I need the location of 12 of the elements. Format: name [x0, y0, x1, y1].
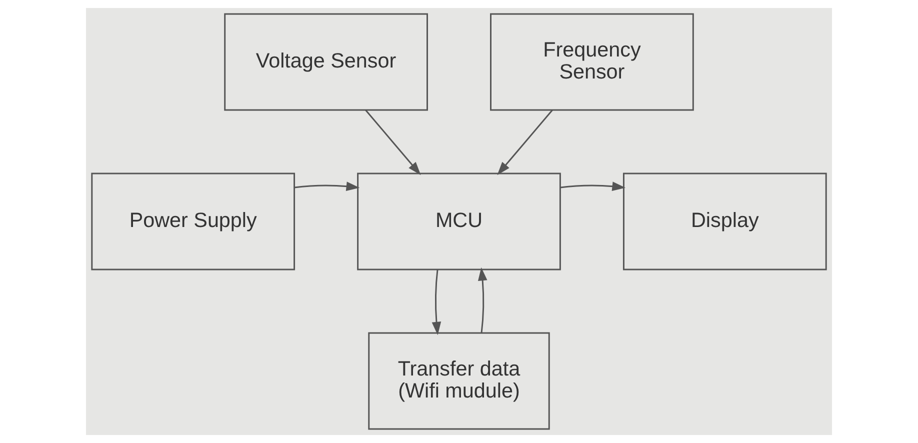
arrow	[432, 269, 442, 336]
arrow	[560, 182, 626, 191]
node-box: MCU	[357, 172, 561, 270]
node-box: Voltage Sensor	[224, 13, 428, 111]
node-box: Power Supply	[91, 172, 296, 270]
arrow	[497, 110, 553, 176]
node-box: Display	[622, 172, 827, 270]
arrow	[294, 182, 360, 191]
arrow	[365, 110, 421, 176]
node-box: Transfer data (Wifi mudule)	[368, 332, 550, 430]
arrow	[478, 267, 488, 333]
node-box: Frequency Sensor	[490, 13, 694, 111]
